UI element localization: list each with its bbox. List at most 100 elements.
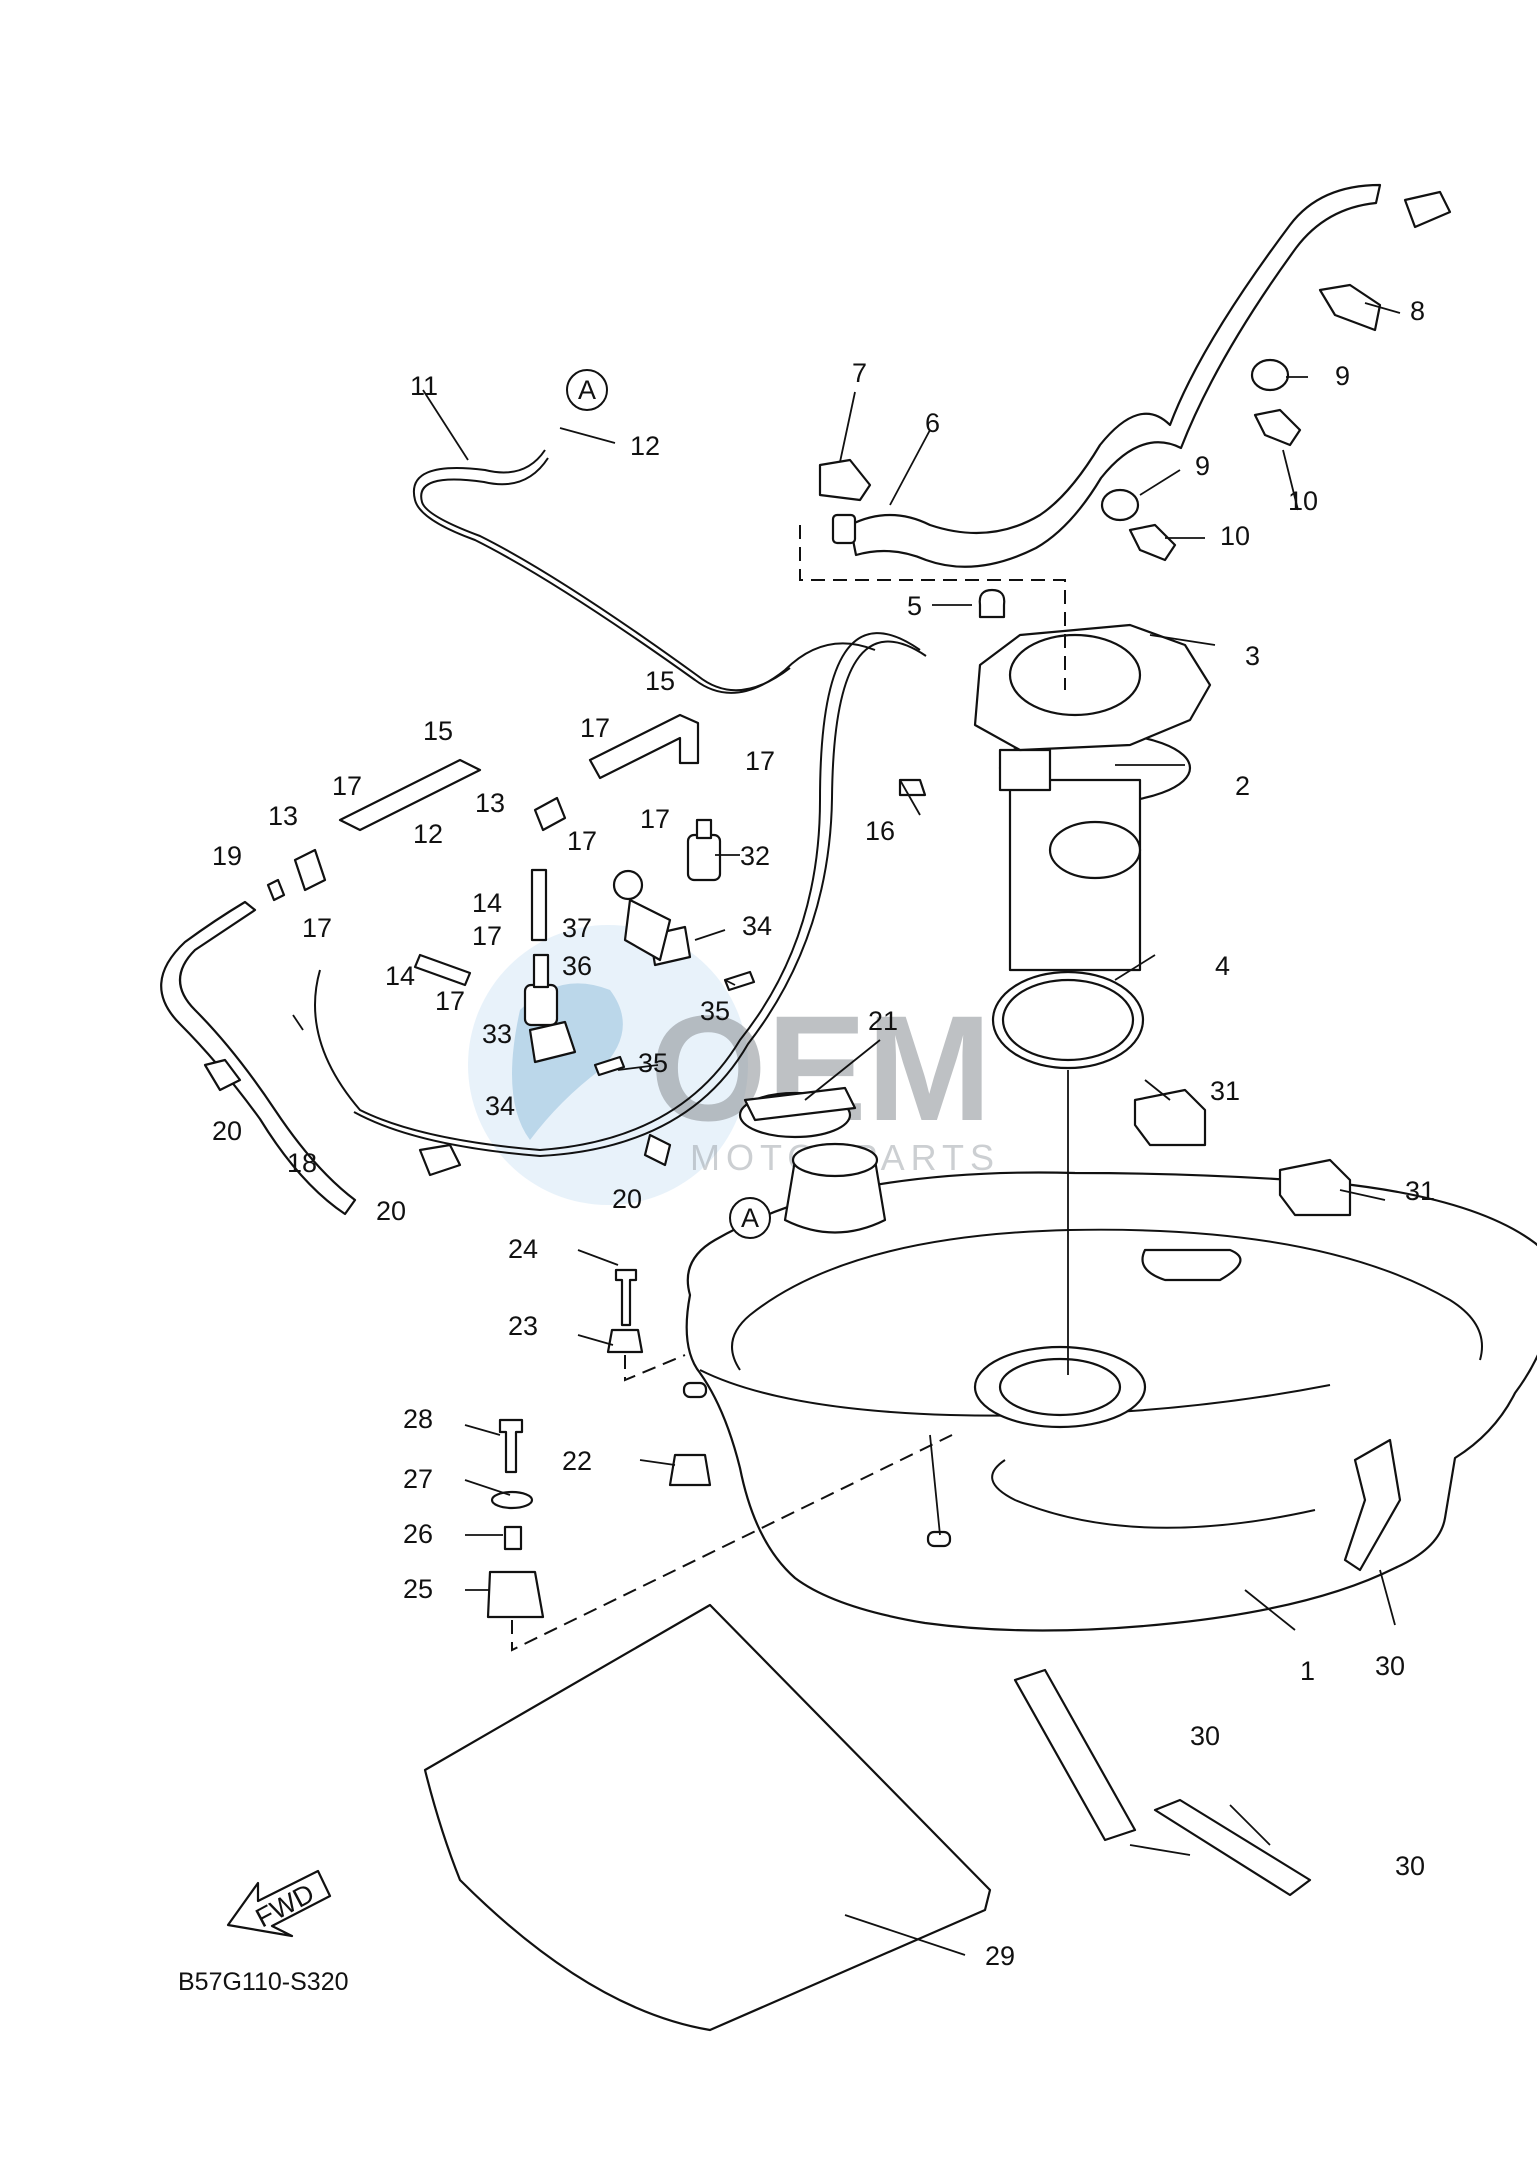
svg-text:A: A (741, 1203, 759, 1233)
hose-15a (338, 758, 482, 832)
damper-31b (1278, 1158, 1352, 1217)
bolt-24 (614, 1268, 638, 1327)
callout-36: 36 (562, 951, 592, 981)
callout-25: 25 (403, 1574, 433, 1604)
callout-35a: 35 (700, 996, 730, 1026)
fuel-cap (738, 1086, 857, 1139)
forward-arrow-icon: FWD (226, 1869, 332, 1938)
callout-18: 18 (287, 1148, 317, 1178)
callout-30b: 30 (1190, 1721, 1220, 1751)
callout-21: 21 (868, 1006, 898, 1036)
pump-ring (973, 623, 1212, 752)
fuel-tank (682, 1142, 1537, 1632)
hose-14a (530, 868, 548, 942)
washer-27 (490, 1490, 534, 1510)
callout-1: 1 (1300, 1656, 1315, 1686)
check-valve-33 (523, 953, 559, 1027)
protector-30c (1153, 1798, 1312, 1897)
svg-text:A: A (578, 375, 596, 405)
protector-30b (1013, 1668, 1137, 1842)
callout-17e: 17 (567, 826, 597, 856)
clamp-10b (1128, 523, 1177, 562)
cover-29 (423, 1603, 992, 2032)
fuel-hose-upper (848, 183, 1382, 568)
collar-23 (606, 1328, 644, 1354)
callout-24: 24 (508, 1234, 538, 1264)
callout-17h: 17 (435, 986, 465, 1016)
callout-34b: 34 (485, 1091, 515, 1121)
callout-9b: 9 (1195, 451, 1210, 481)
callout-17a: 17 (332, 771, 362, 801)
bracket-34b (528, 1020, 577, 1064)
callout-11: 11 (410, 371, 438, 401)
tank-return-hose (314, 632, 921, 1152)
callout-9a: 9 (1335, 361, 1350, 391)
callout-3: 3 (1245, 641, 1260, 671)
callout-29: 29 (985, 1941, 1015, 1971)
callout-31b: 31 (1405, 1176, 1435, 1206)
damper-31a (1133, 1088, 1207, 1147)
hose-14b (413, 953, 472, 987)
clip-20c (643, 1133, 672, 1167)
cap-nut (978, 588, 1006, 619)
drawing-code: B57G110-S320 (178, 1968, 349, 1996)
damper-25 (486, 1570, 545, 1619)
callout-20a: 20 (212, 1116, 242, 1146)
callout-17g: 17 (472, 921, 502, 951)
clip-20b (418, 1143, 462, 1177)
callout-7: 7 (852, 358, 867, 388)
joint-13a (293, 848, 327, 892)
callout-28: 28 (403, 1404, 433, 1434)
callout-17f: 17 (302, 913, 332, 943)
clip-19 (266, 878, 286, 902)
breather-hose (412, 449, 876, 694)
bolt-35a (723, 970, 756, 992)
callout-26: 26 (403, 1519, 433, 1549)
callout-13b: 13 (475, 788, 505, 818)
callout-35b: 35 (638, 1048, 668, 1078)
callout-6: 6 (925, 408, 940, 438)
bracket-36 (623, 898, 672, 962)
clamp-8 (1318, 283, 1382, 332)
callout-labels: 1 2 3 4 5 6 7 8 9 9 10 10 11 12 12 13 13… (212, 296, 1435, 1971)
callout-16: 16 (865, 816, 895, 846)
bolt-28 (498, 1418, 524, 1474)
callout-15b: 15 (645, 666, 675, 696)
clip-20a (203, 1058, 242, 1092)
grommet-9b (1100, 488, 1140, 522)
collar-26 (503, 1525, 523, 1551)
callout-22: 22 (562, 1446, 592, 1476)
callout-4: 4 (1215, 951, 1230, 981)
callout-17b: 17 (580, 713, 610, 743)
leader-lines (292, 302, 1401, 1956)
fuel-pump (998, 731, 1192, 972)
bolt-35b (593, 1055, 626, 1077)
callout-15a: 15 (423, 716, 453, 746)
callout-30c: 30 (1395, 1851, 1425, 1881)
callout-10a: 10 (1288, 486, 1318, 516)
callout-32: 32 (740, 841, 770, 871)
hose-15b (588, 713, 700, 780)
callout-33: 33 (482, 1019, 512, 1049)
callout-23: 23 (508, 1311, 538, 1341)
callout-14b: 14 (385, 961, 415, 991)
callout-37: 37 (562, 913, 592, 943)
clamp-10a (1253, 408, 1302, 447)
joint-13b (533, 796, 567, 832)
bolt-37 (612, 869, 644, 901)
callout-14a: 14 (472, 888, 502, 918)
callout-8: 8 (1410, 296, 1425, 326)
callout-12b: 12 (413, 819, 443, 849)
callout-10b: 10 (1220, 521, 1250, 551)
grommet-9a (1250, 358, 1290, 392)
callout-17c: 17 (745, 746, 775, 776)
callout-12a: 12 (630, 431, 660, 461)
callout-31a: 31 (1210, 1076, 1240, 1106)
callout-19: 19 (212, 841, 242, 871)
gasket (991, 970, 1145, 1070)
grommet-22 (668, 1453, 712, 1487)
callout-30a: 30 (1375, 1651, 1405, 1681)
callout-27: 27 (403, 1464, 433, 1494)
bracket-7 (818, 458, 872, 502)
